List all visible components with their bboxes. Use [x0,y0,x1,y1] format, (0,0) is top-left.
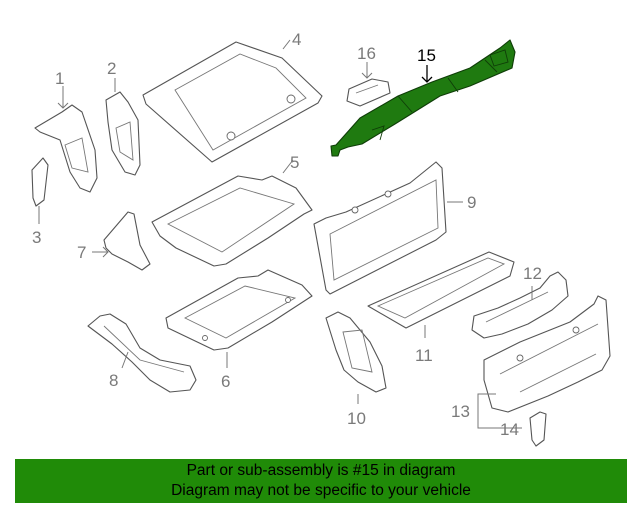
banner-line-2: Diagram may not be specific to your vehi… [171,482,471,499]
banner-line-1: Part or sub-assembly is #15 in diagram [186,462,456,479]
part-11-floor-board[interactable] [367,251,515,329]
callout-9: 9 [467,193,476,212]
callout-13: 13 [451,402,470,421]
part-9-rear-board[interactable] [313,161,447,295]
part-16-bracket[interactable] [346,78,391,107]
part-14-clip[interactable] [529,411,547,447]
part-3-clip[interactable] [31,157,49,207]
callout-5: 5 [290,153,299,172]
callout-10: 10 [347,409,366,428]
part-15-highlighted-trim[interactable] [330,39,516,157]
callout-6: 6 [221,372,230,391]
part-5-floor-mat[interactable] [151,175,313,267]
part-10-bracket-panel[interactable] [325,311,387,393]
callout-3: 3 [32,228,41,247]
callout-11: 11 [415,346,433,365]
callout-1: 1 [55,69,64,88]
part-4-shelf-panel[interactable] [142,41,323,163]
part-12-crossmember[interactable] [471,271,569,339]
callout-15: 15 [417,46,436,65]
callout-4: 4 [292,30,301,49]
part-2-vertical-bracket[interactable] [105,91,141,176]
callout-8: 8 [109,371,118,390]
callout-7: 7 [77,243,86,262]
part-13-rear-panel[interactable] [483,295,611,413]
part-6-tray[interactable] [165,269,313,351]
callout-16: 16 [357,44,376,63]
callout-14: 14 [500,420,519,439]
info-banner: Part or sub-assembly is #15 in diagram D… [15,459,627,503]
part-8-side-rail[interactable] [87,313,197,393]
part-1-side-bracket[interactable] [34,104,98,193]
callout-12: 12 [523,264,542,283]
exploded-parts-diagram: 4 1 3 2 16 15 5 [31,30,611,447]
callout-2: 2 [107,59,116,78]
part-7-side-piece[interactable] [103,211,151,271]
